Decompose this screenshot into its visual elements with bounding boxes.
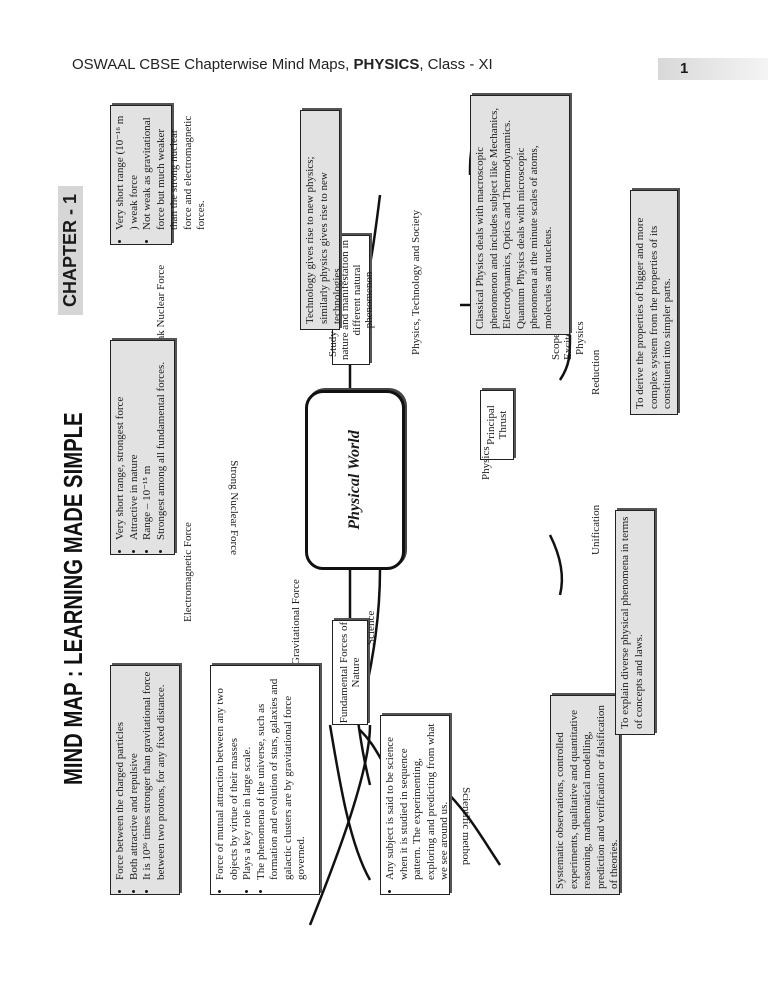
center-node: Physical World [305, 390, 405, 570]
label-unification: Unification [590, 504, 602, 555]
label-scientific-method: Scientific method [460, 787, 472, 865]
label-physics: Physics [480, 446, 492, 480]
grav-point-3: The phenomena of the universe, such as f… [255, 671, 309, 880]
science-box: Any subject is said to be science when i… [380, 715, 450, 895]
strong-point-4: Strongest among all fundamental forces. [155, 346, 169, 540]
scope-box: Classical Physics deals with macroscopic… [470, 95, 570, 335]
label-grav-force: Gravitational Force [290, 579, 302, 665]
header-text: OSWAAL CBSE Chapterwise Mind Maps, [72, 56, 354, 73]
mind-map: MIND MAP : LEARNING MADE SIMPLE CHAPTER … [50, 85, 680, 955]
line-em [328, 724, 372, 881]
header-class: , Class - XI [419, 56, 493, 73]
page-number: 1 [680, 60, 689, 77]
fundamental-forces-node: Fundamental Forces of Nature [332, 620, 368, 725]
weak-point-1: Very short range (10⁻¹⁶ m ) weak force [114, 111, 141, 230]
strong-point-1: Very short range, strongest force [114, 346, 128, 540]
page-number-bar [658, 58, 768, 80]
em-force-box: Force between the charged particlesBoth … [110, 665, 180, 895]
label-strong-force: Strong Nuclear Force [228, 460, 240, 555]
label-scope-3: Physics [574, 321, 586, 355]
chapter-badge: CHAPTER - 1 [58, 185, 83, 315]
weak-force-box: Very short range (10⁻¹⁶ m ) weak forceNo… [110, 105, 207, 245]
em-point-1: Force between the charged particles [114, 671, 128, 880]
em-point-3: It is 10³⁶ times stronger than gravitati… [141, 671, 168, 880]
grav-point-1: Force of mutual attraction between any t… [214, 671, 241, 880]
page-header: OSWAAL CBSE Chapterwise Mind Maps, PHYSI… [72, 56, 493, 73]
line-reduction [558, 334, 572, 381]
line-weak [308, 724, 372, 926]
label-science: Science [365, 610, 377, 645]
grav-force-box: Force of mutual attraction between any t… [210, 665, 320, 895]
reduction-box: To derive the properties of bigger and m… [630, 190, 678, 415]
grav-point-2: Plays a key role in large scale. [241, 671, 255, 880]
label-pts: Physics, Technology and Society [410, 209, 422, 355]
scientific-method-box: Systematic observations, controlled expe… [550, 695, 620, 895]
technology-box: Technology gives rise to new physics; si… [300, 110, 343, 330]
label-em-force: Electromagnetic Force [182, 522, 194, 622]
line-unification [548, 534, 564, 596]
strong-force-box: Very short range, strongest forceAttract… [110, 340, 175, 555]
strong-point-3: Range – 10⁻¹⁵ m [141, 346, 155, 540]
header-subject: PHYSICS [353, 56, 420, 73]
weak-point-2: Not weak as gravitational force but much… [141, 111, 209, 230]
label-reduction: Reduction [590, 349, 602, 395]
strong-point-2: Attractive in nature [128, 346, 142, 540]
unification-box: To explain diverse physical phenomena in… [615, 510, 655, 735]
science-point-1: Any subject is said to be science when i… [384, 721, 452, 880]
em-point-2: Both attractive and repulsive [128, 671, 142, 880]
mind-map-title: MIND MAP : LEARNING MADE SIMPLE [58, 412, 88, 785]
